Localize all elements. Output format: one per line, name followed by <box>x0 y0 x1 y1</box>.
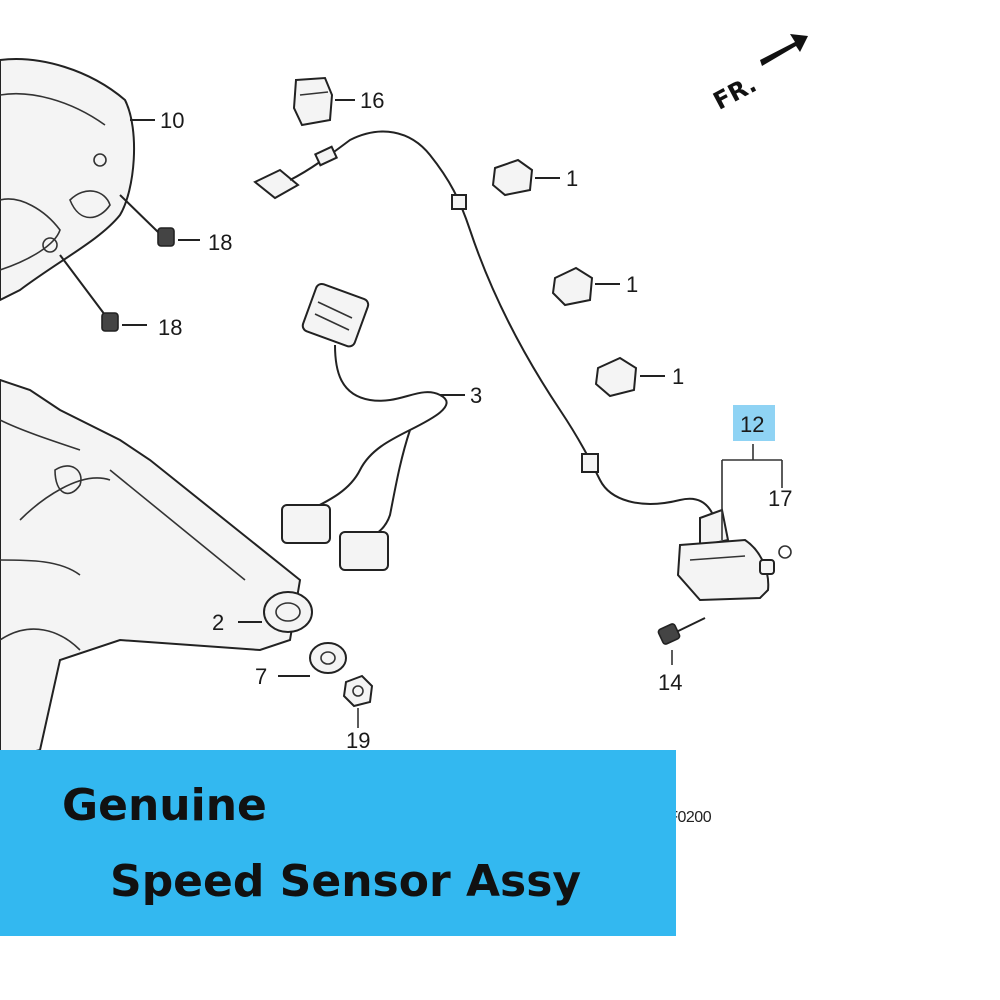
highlight-12 <box>733 405 775 441</box>
headlight-stay <box>0 378 302 762</box>
callout-1-low: 1 <box>672 364 684 389</box>
cowl-cover-part <box>0 58 136 302</box>
callout-2: 2 <box>212 610 224 635</box>
callout-19: 19 <box>346 728 370 753</box>
callout-14: 14 <box>658 670 682 695</box>
callout-1-top: 1 <box>566 166 578 191</box>
product-title-banner: Genuine Speed Sensor Assy <box>0 750 676 936</box>
front-direction-arrow: FR. <box>709 34 808 116</box>
banner-product-name: Speed Sensor Assy <box>110 856 582 907</box>
callout-18-lower: 18 <box>158 315 182 340</box>
cable-clip-1-top <box>491 158 560 197</box>
callout-12: 12 <box>740 412 764 437</box>
speed-sensor-cable <box>253 130 716 521</box>
sub-harness-3 <box>281 282 465 571</box>
bolt-18-lower <box>59 254 147 332</box>
callout-1-mid: 1 <box>626 272 638 297</box>
callout-18-upper: 18 <box>208 230 232 255</box>
callout-16: 16 <box>360 88 384 113</box>
callout-bracket-12 <box>721 405 792 559</box>
bolt-18-upper <box>119 194 200 247</box>
grommet-2 <box>238 591 313 633</box>
cable-clip-1-mid <box>551 266 620 307</box>
speed-sensor-12 <box>676 508 775 602</box>
nut-19 <box>342 674 374 728</box>
direction-label: FR. <box>709 70 761 116</box>
washer-7 <box>278 642 347 677</box>
bolt-14 <box>657 617 706 665</box>
callout-7: 7 <box>255 664 267 689</box>
callout-17: 17 <box>768 486 792 511</box>
connector-clip-16 <box>292 76 355 127</box>
banner-genuine-text: Genuine <box>62 780 267 831</box>
callout-3: 3 <box>470 383 482 408</box>
cable-clip-1-low <box>594 356 665 398</box>
callout-10: 10 <box>160 108 184 133</box>
